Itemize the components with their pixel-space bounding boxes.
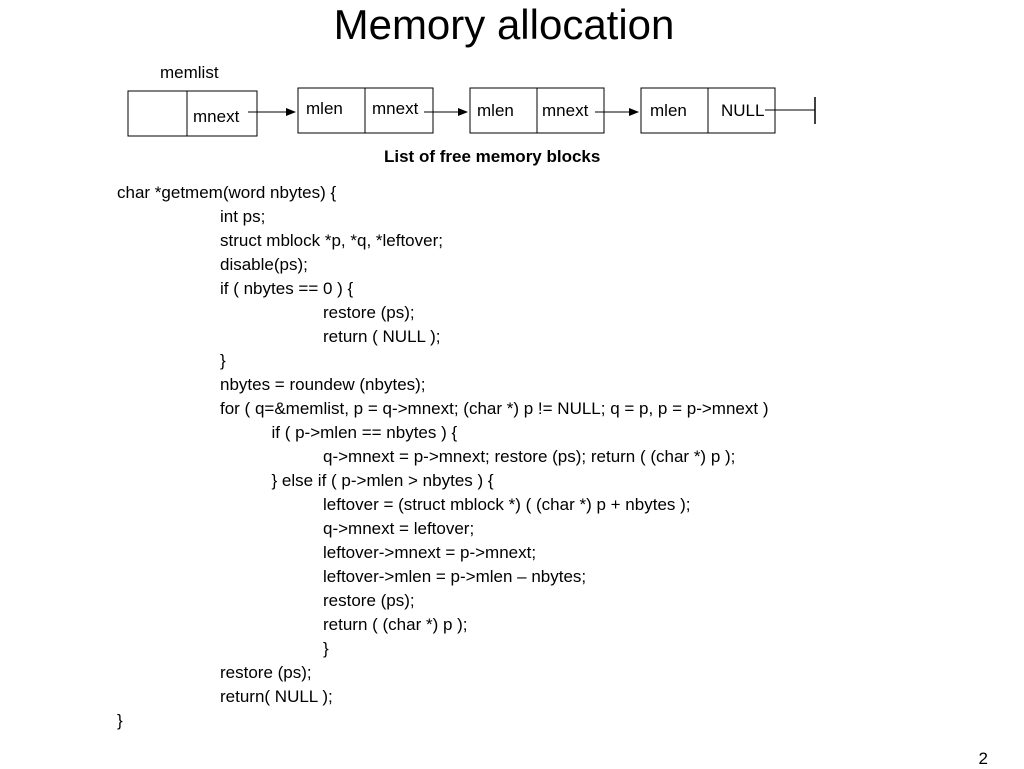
code-line: return ( (char *) p ); — [323, 615, 468, 634]
getmem-code-listing: char *getmem(word nbytes) { int ps; struct… — [117, 181, 997, 733]
code-line: leftover = (struct mblock *) ( (char *) … — [323, 495, 691, 514]
code-line: } — [220, 351, 226, 370]
memlist-label: memlist — [160, 63, 219, 82]
code-line: } — [323, 639, 329, 658]
code-line: if ( nbytes == 0 ) { — [220, 279, 354, 298]
free-block-next-field: mnext — [542, 101, 589, 120]
code-line: return ( NULL ); — [323, 327, 441, 346]
free-block-next-field: NULL — [721, 101, 764, 120]
slide-title: Memory allocation — [333, 1, 675, 48]
code-line: leftover->mnext = p->mnext; — [323, 543, 537, 562]
code-line: leftover->mlen = p->mlen – nbytes; — [323, 567, 587, 586]
code-line: char *getmem(word nbytes) { — [117, 183, 337, 202]
free-block-len-field: mlen — [650, 101, 687, 120]
page-number: 2 — [978, 749, 988, 768]
code-line: restore (ps); — [323, 591, 415, 610]
code-line: } else if ( p->mlen > nbytes ) { — [271, 471, 494, 490]
memlist-head-box — [127, 90, 258, 137]
code-line: q->mnext = leftover; — [323, 519, 475, 538]
free-block-next-field: mnext — [372, 99, 419, 118]
free-list-diagram: memlist mnext mlen mnext mlen mnext mlen… — [127, 63, 816, 166]
code-line: int ps; — [220, 207, 266, 226]
free-block-len-field: mlen — [306, 99, 343, 118]
code-line: disable(ps); — [220, 255, 308, 274]
code-line: restore (ps); — [323, 303, 415, 322]
code-line: q->mnext = p->mnext; restore (ps); retur… — [323, 447, 736, 466]
code-line: return( NULL ); — [220, 687, 333, 706]
code-line: if ( p->mlen == nbytes ) { — [271, 423, 458, 442]
memlist-head-node: mnext — [127, 90, 258, 137]
free-block-node: mlen mnext — [297, 87, 434, 134]
free-block-len-field: mlen — [477, 101, 514, 120]
diagram-caption: List of free memory blocks — [384, 147, 600, 166]
code-line: } — [117, 711, 123, 730]
code-line: struct mblock *p, *q, *leftover; — [220, 231, 443, 250]
free-block-node: mlen NULL — [640, 87, 776, 134]
code-line: nbytes = roundew (nbytes); — [220, 375, 426, 394]
code-line: restore (ps); — [220, 663, 312, 682]
memlist-head-field: mnext — [193, 107, 240, 126]
free-block-node: mlen mnext — [469, 87, 605, 134]
code-line: for ( q=&memlist, p = q->mnext; (char *)… — [220, 399, 769, 418]
